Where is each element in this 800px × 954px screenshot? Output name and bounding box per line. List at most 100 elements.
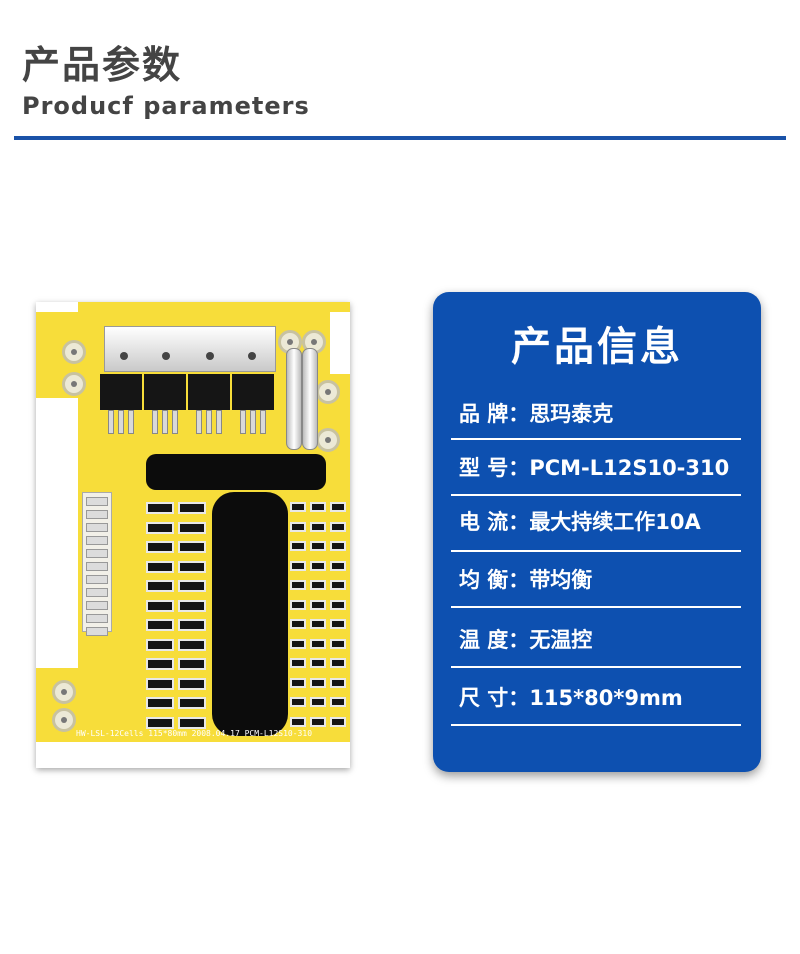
page-subtitle: Producf parameters	[22, 92, 310, 120]
smd-chip	[330, 697, 346, 707]
smd-chip	[290, 638, 306, 649]
pad-b-minus	[316, 380, 340, 404]
silkscreen-text: HW-LSL-12Cells 115*80mm 2008.04.17 PCM-L…	[76, 729, 313, 738]
epoxy-blob	[146, 454, 326, 490]
info-row-brand: 品 牌：思玛泰克	[459, 392, 743, 436]
smd-chip	[146, 638, 174, 651]
smd-chip	[146, 580, 174, 592]
smd-chip	[310, 716, 326, 727]
smd-chip	[178, 697, 206, 709]
row-label: 品 牌：	[459, 402, 530, 426]
row-label: 型 号：	[459, 456, 530, 480]
pad-b-plus	[52, 680, 76, 704]
smd-chip	[178, 521, 206, 534]
smd-chip	[178, 619, 206, 631]
pad-ch-minus	[62, 372, 86, 396]
smd-chip	[290, 697, 306, 707]
card-title: 产品信息	[511, 324, 683, 370]
smd-chip	[310, 677, 326, 688]
smd-chip	[290, 677, 306, 688]
smd-chip	[330, 619, 346, 629]
fuse	[302, 348, 318, 450]
smd-chip	[330, 677, 346, 688]
row-value: PCM-L12S10-310	[529, 456, 730, 480]
title-divider	[14, 136, 786, 140]
smd-chip	[310, 658, 326, 668]
smd-chip	[310, 619, 326, 629]
row-label: 电 流：	[459, 510, 530, 534]
info-row-balance: 均 衡：带均衡	[459, 558, 743, 602]
smd-chip	[146, 560, 174, 573]
product-image: HW-LSL-12Cells 115*80mm 2008.04.17 PCM-L…	[36, 302, 350, 768]
smd-chip	[310, 697, 326, 707]
row-value: 无温控	[529, 628, 593, 652]
smd-chip	[310, 638, 326, 649]
smd-chip	[310, 560, 326, 571]
smd-chip	[178, 658, 206, 670]
smd-chip	[146, 619, 174, 631]
smd-chip	[330, 502, 346, 512]
row-value: 115*80*9mm	[529, 686, 683, 710]
smd-chip	[290, 560, 306, 571]
heatsink	[104, 326, 276, 372]
mosfet	[100, 374, 142, 410]
smd-chip	[330, 521, 346, 532]
smd-chip	[330, 658, 346, 668]
row-divider	[451, 550, 741, 552]
pcb-board: HW-LSL-12Cells 115*80mm 2008.04.17 PCM-L…	[36, 302, 350, 768]
row-value: 思玛泰克	[529, 402, 614, 426]
smd-chip	[290, 541, 306, 551]
info-row-current: 电 流：最大持续工作10A	[459, 500, 743, 544]
row-value: 最大持续工作10A	[529, 510, 701, 534]
page-title: 产品参数	[22, 43, 183, 87]
smd-chip	[178, 638, 206, 651]
smd-chip	[290, 521, 306, 532]
smd-chip	[330, 638, 346, 649]
smd-chip	[146, 677, 174, 690]
smd-chip	[290, 619, 306, 629]
epoxy-blob	[212, 492, 288, 736]
smd-chip	[290, 658, 306, 668]
smd-chip	[310, 580, 326, 590]
smd-chip	[330, 599, 346, 610]
smd-chip	[146, 599, 174, 612]
smd-chip	[146, 541, 174, 553]
mosfet	[232, 374, 274, 410]
smd-chip	[146, 716, 174, 729]
row-label: 尺 寸：	[459, 686, 530, 710]
row-divider	[451, 666, 741, 668]
smd-chip	[290, 599, 306, 610]
smd-chip	[330, 716, 346, 727]
pad-b-minus-2	[316, 428, 340, 452]
row-label: 温 度：	[459, 628, 530, 652]
row-divider	[451, 494, 741, 496]
smd-chip	[146, 658, 174, 670]
pad-b-plus-2	[52, 708, 76, 732]
row-divider	[451, 606, 741, 608]
product-info-card: 产品信息 品 牌：思玛泰克 型 号：PCM-L12S10-310 电 流：最大持…	[433, 292, 761, 772]
smd-chip	[310, 502, 326, 512]
smd-chip	[330, 541, 346, 551]
smd-chip	[290, 580, 306, 590]
smd-chip	[146, 697, 174, 709]
row-divider	[451, 724, 741, 726]
row-divider	[451, 438, 741, 440]
smd-chip	[146, 521, 174, 534]
smd-chip	[290, 502, 306, 512]
smd-chip	[310, 541, 326, 551]
smd-chip	[178, 580, 206, 592]
info-row-model: 型 号：PCM-L12S10-310	[459, 446, 743, 490]
row-value: 带均衡	[529, 568, 593, 592]
smd-chip	[330, 580, 346, 590]
smd-chip	[178, 541, 206, 553]
row-label: 均 衡：	[459, 568, 530, 592]
pad-p-minus	[62, 340, 86, 364]
smd-chip	[178, 560, 206, 573]
smd-chip	[178, 502, 206, 514]
info-row-temperature: 温 度：无温控	[459, 618, 743, 662]
smd-chip	[290, 716, 306, 727]
smd-chip	[310, 521, 326, 532]
smd-chip	[178, 599, 206, 612]
balance-connector	[82, 492, 112, 636]
smd-chip	[330, 560, 346, 571]
